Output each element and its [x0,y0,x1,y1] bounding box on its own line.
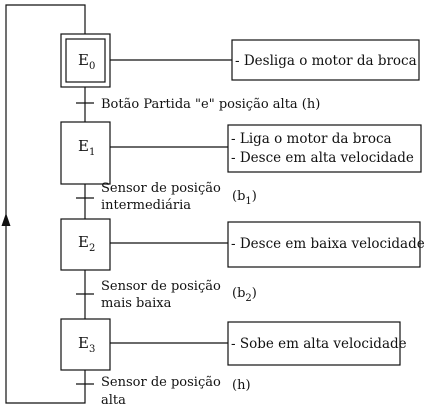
return-loop-line [5,4,86,404]
action-e2-line-0: - Desce em baixa velocidade [231,236,425,252]
action-box-e2: - Desce em baixa velocidade [227,221,425,268]
transition-0-text: Botão Partida "e" posição alta (h) [101,97,320,112]
transition-1-line-0: Sensor de posição [101,181,221,196]
svg-text:E2: E2 [78,233,95,254]
step-e1: E1 [60,121,111,185]
step-e3: E3 [60,318,111,371]
step-e2: E2 [60,218,111,271]
transition-3-line-0: Sensor de posição [101,375,221,390]
transition-3-line-1: alta [101,393,126,408]
action-e0-line-0: - Desliga o motor da broca [235,53,417,69]
step-e3-sub: 3 [89,344,95,355]
svg-text:E0: E0 [78,51,95,72]
action-box-e3: - Sobe em alta velocidade [227,321,407,366]
step-e0: E0 [60,33,111,88]
svg-text:E1: E1 [78,137,95,158]
action-e1-line-1: - Desce em alta velocidade [231,150,414,166]
action-box-e0: - Desliga o motor da broca [231,39,420,81]
transition-1-line-1: intermediária [101,198,191,213]
transition-2-line-1: mais baixa [101,296,172,311]
step-e2-sub: 2 [89,243,95,254]
step-e1-sub: 1 [89,147,95,158]
transition-2-line-0: Sensor de posição [101,279,221,294]
action-e3-line-0: - Sobe em alta velocidade [231,336,407,352]
svg-text:E3: E3 [78,334,95,355]
action-box-e1: - Liga o motor da broca - Desce em alta … [227,124,422,173]
transition-1-condition: (b1) [232,189,257,207]
action-e1-line-0: - Liga o motor da broca [231,131,392,147]
step-e0-sub: 0 [89,61,95,72]
return-arrow-icon [1,213,11,226]
step-e2-label: E [78,233,89,251]
transition-3-condition: (h) [232,378,251,393]
transition-2-condition: (b2) [232,286,257,304]
step-e3-label: E [78,334,89,352]
step-e1-label: E [78,137,89,155]
step-e0-label: E [78,51,89,69]
